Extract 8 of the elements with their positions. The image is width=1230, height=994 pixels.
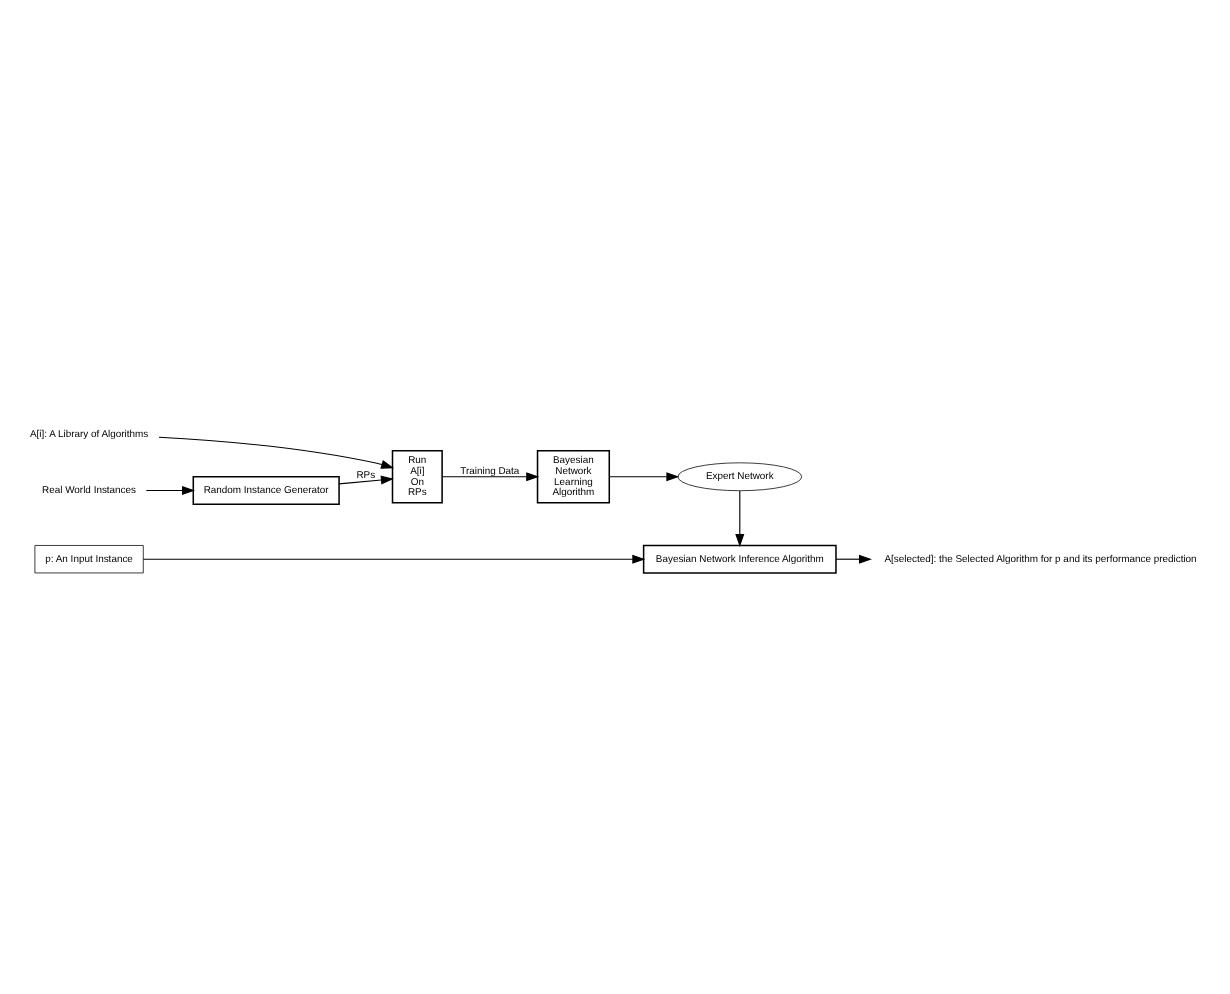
arrow xyxy=(158,436,395,469)
arrow xyxy=(145,485,195,496)
arrow xyxy=(735,490,745,548)
arrow xyxy=(608,472,680,482)
arrow xyxy=(441,472,540,482)
arrow xyxy=(835,554,872,564)
arrow xyxy=(338,475,394,485)
arrow xyxy=(142,554,646,564)
